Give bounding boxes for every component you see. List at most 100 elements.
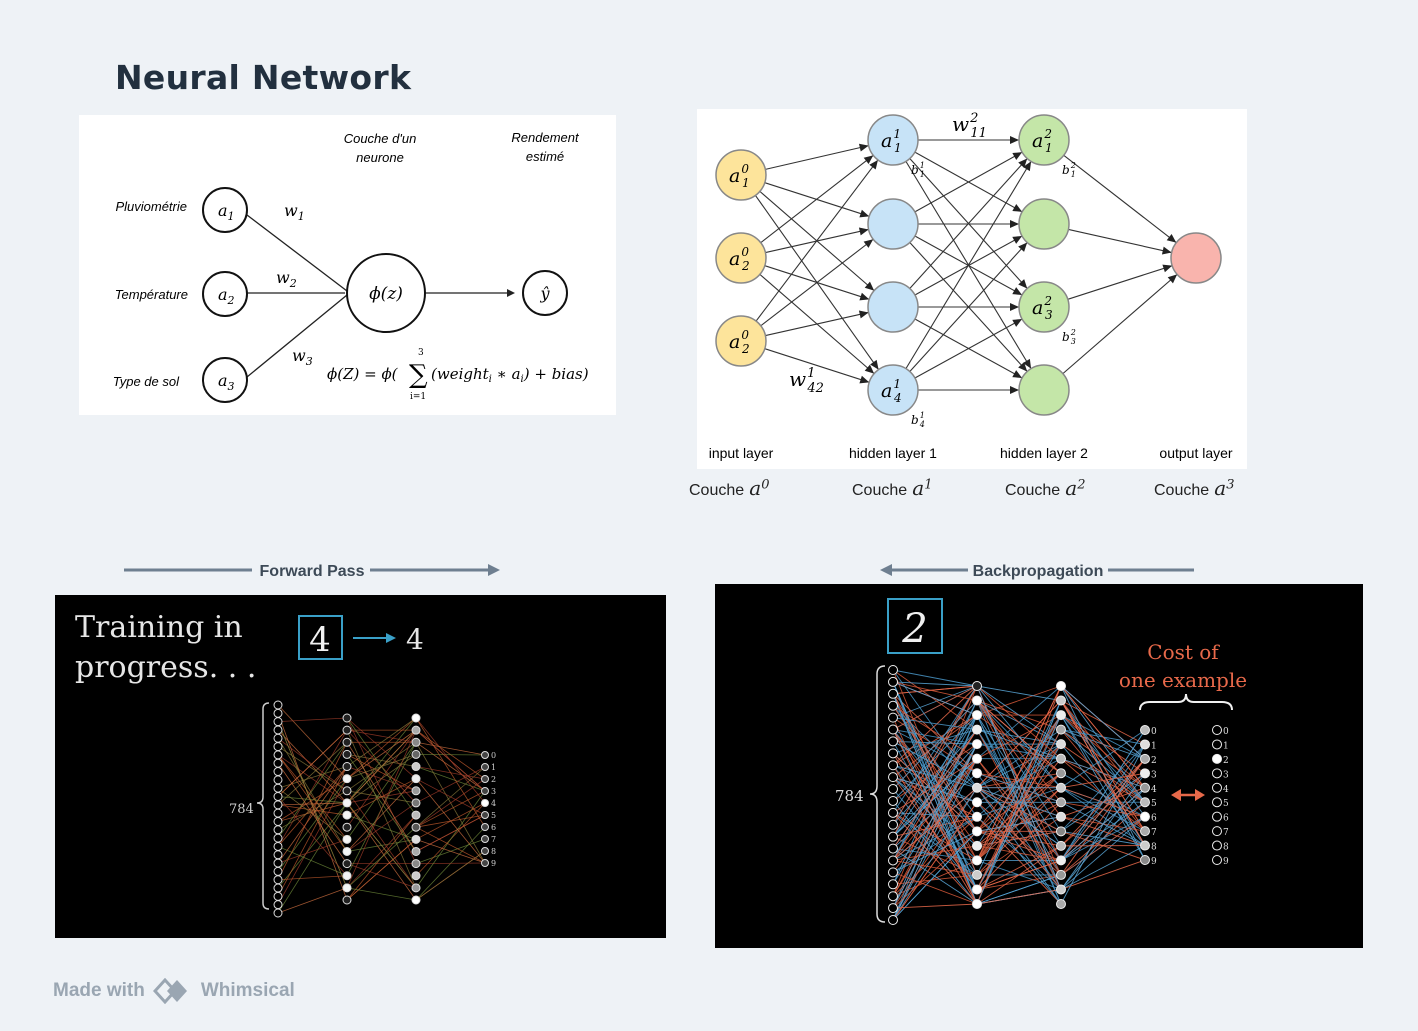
input-count: 784 bbox=[835, 787, 864, 805]
footer-branding[interactable]: Made with Whimsical bbox=[53, 976, 295, 1006]
target-digit-label: 0 bbox=[1223, 727, 1229, 737]
weight-line bbox=[346, 778, 417, 852]
hidden2-neuron bbox=[1056, 884, 1066, 895]
weight-line bbox=[976, 787, 1062, 890]
output-digit-label: 4 bbox=[1151, 785, 1157, 795]
weight-line bbox=[346, 863, 417, 889]
input-neuron bbox=[273, 833, 283, 843]
hidden1-neuron bbox=[342, 749, 352, 759]
weight-line bbox=[892, 729, 978, 905]
input-neuron bbox=[888, 676, 898, 687]
edge-01-2-3 bbox=[764, 348, 870, 383]
weight-line bbox=[892, 693, 978, 861]
weight-line bbox=[346, 802, 417, 889]
output-digit-label: 7 bbox=[491, 835, 496, 844]
input-brace bbox=[256, 702, 270, 910]
edge-arrowhead bbox=[1161, 246, 1172, 255]
weight-line bbox=[346, 839, 417, 901]
weight-line bbox=[415, 850, 486, 901]
hidden1-neuron bbox=[342, 846, 352, 856]
output-neuron bbox=[481, 811, 489, 819]
weight-line bbox=[892, 740, 978, 745]
weight-line bbox=[1060, 859, 1146, 890]
target-neuron bbox=[1212, 840, 1222, 851]
backprop-arrow: Backpropagation bbox=[880, 563, 1194, 580]
layer-header-line1: Couche d'un bbox=[344, 131, 417, 146]
weight-line bbox=[1060, 729, 1146, 832]
edge-arrowhead bbox=[1012, 319, 1023, 327]
mlp-node-output-1 bbox=[1170, 232, 1222, 284]
weight-line bbox=[892, 729, 978, 849]
weight-line bbox=[892, 787, 978, 861]
svg-text:ŷ: ŷ bbox=[539, 284, 550, 303]
input-neuron bbox=[888, 772, 898, 783]
output-header-line2: estimé bbox=[526, 149, 564, 164]
weight-line bbox=[277, 754, 348, 852]
weight-line bbox=[892, 816, 978, 897]
input-neuron bbox=[888, 700, 898, 711]
output-digit-label: 1 bbox=[491, 763, 496, 772]
edge-arrowhead bbox=[1012, 203, 1023, 212]
target-neuron bbox=[1212, 768, 1222, 779]
hidden1-neuron bbox=[972, 724, 982, 735]
output-neuron bbox=[1140, 840, 1150, 851]
weight-line bbox=[892, 831, 978, 909]
weight-line bbox=[976, 685, 1062, 716]
output-digit-label: 2 bbox=[1151, 756, 1157, 766]
edge-arrowhead bbox=[1166, 233, 1177, 243]
weight-line bbox=[976, 874, 1062, 905]
edge-arrowhead bbox=[1018, 158, 1028, 168]
weight-line bbox=[976, 685, 1062, 760]
forward-pass-arrow: Forward Pass bbox=[124, 563, 500, 580]
target-neuron bbox=[1212, 782, 1222, 793]
weight-line bbox=[415, 729, 486, 792]
weight-line bbox=[892, 729, 978, 774]
weight-line bbox=[277, 763, 348, 864]
edge-arrowhead bbox=[1010, 303, 1019, 311]
input-neuron bbox=[273, 841, 283, 851]
target-digit-label: 6 bbox=[1223, 814, 1229, 824]
weight-line bbox=[976, 743, 1062, 861]
hidden1-neuron bbox=[342, 798, 352, 808]
edge-arrowhead bbox=[858, 143, 869, 152]
output-neuron bbox=[1140, 811, 1150, 822]
weight-line bbox=[892, 802, 978, 921]
input-brace bbox=[869, 665, 886, 923]
weight-line bbox=[892, 685, 978, 814]
weight-line bbox=[415, 790, 486, 889]
input-digit: 4 bbox=[309, 620, 331, 660]
whimsical-logo-icon bbox=[152, 978, 187, 1004]
hidden1-neuron bbox=[342, 774, 352, 784]
output-neuron bbox=[481, 799, 489, 807]
hidden2-neuron bbox=[1056, 695, 1066, 706]
weight-line bbox=[892, 758, 978, 897]
input-neuron bbox=[273, 808, 283, 818]
hidden2-neuron bbox=[411, 774, 421, 784]
hidden2-neuron bbox=[1056, 826, 1066, 837]
weight-line bbox=[892, 776, 978, 890]
weight-label-2: w2 bbox=[276, 268, 297, 290]
edge-arrowhead bbox=[1012, 152, 1023, 161]
made-with-text: Made with bbox=[53, 980, 145, 1001]
mlp-node-h2-4 bbox=[1018, 364, 1070, 416]
weight-line bbox=[1060, 729, 1146, 861]
edge-12-3-1 bbox=[909, 242, 1028, 372]
output-neuron bbox=[481, 847, 489, 855]
weight-line bbox=[415, 741, 486, 756]
output-neuron bbox=[481, 859, 489, 867]
output-digit-label: 4 bbox=[491, 799, 496, 808]
forward-pass-label: Forward Pass bbox=[260, 563, 365, 580]
edge-arrowhead bbox=[1010, 386, 1019, 394]
weight-line bbox=[892, 729, 978, 832]
mlp-node-h1-3 bbox=[867, 281, 919, 333]
edge-arrowhead bbox=[1018, 279, 1028, 289]
hidden2-neuron bbox=[411, 798, 421, 808]
edge-arrowhead bbox=[858, 310, 869, 319]
input-neuron bbox=[888, 891, 898, 902]
weight-line bbox=[277, 742, 348, 880]
input-neuron bbox=[273, 758, 283, 768]
input-neuron bbox=[888, 807, 898, 818]
input-label-2: Température bbox=[115, 287, 188, 302]
